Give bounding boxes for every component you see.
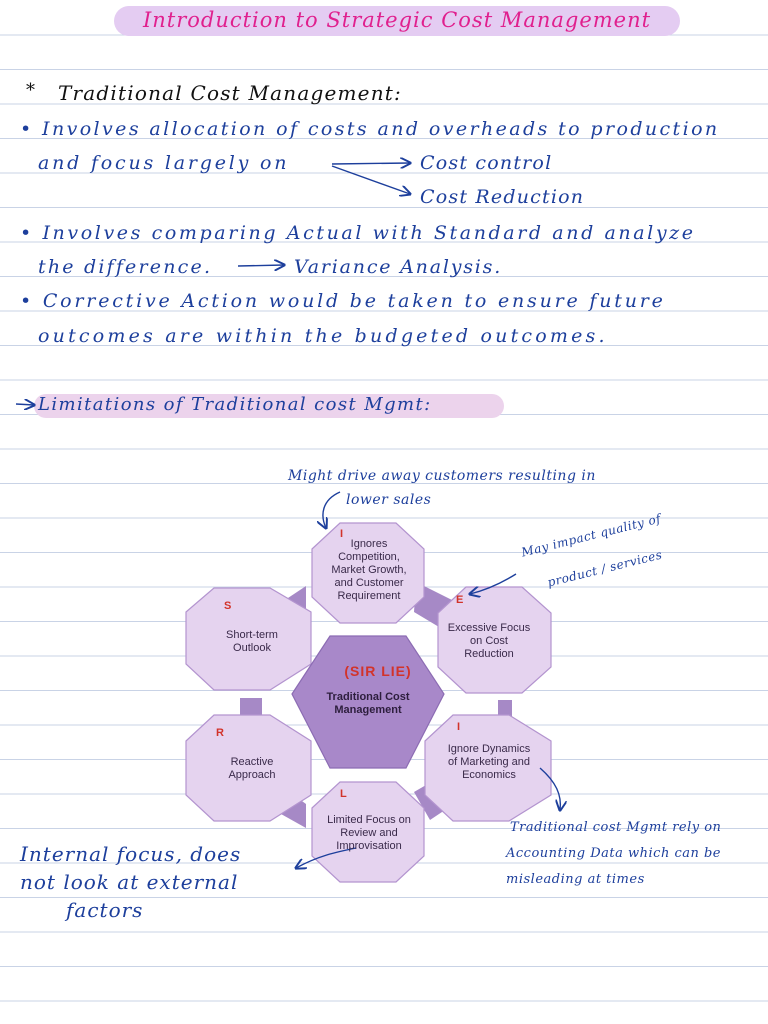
arrow-to-variance xyxy=(237,265,284,266)
hex-lower-right xyxy=(424,714,552,822)
hex-bottom xyxy=(311,781,425,883)
hex-lower-left-letter: R xyxy=(216,727,224,739)
branch-cost-control: Cost control xyxy=(420,152,553,174)
bullet-3-line-1: • Corrective Action would be taken to en… xyxy=(20,290,666,312)
bullet-2-line-2: the difference. xyxy=(38,256,213,278)
arrow-right-note xyxy=(470,573,517,594)
bullet-1-line-2: and focus largely on xyxy=(38,152,290,174)
hex-top xyxy=(311,522,425,624)
note-top-line-1: Might drive away customers resulting in xyxy=(288,468,596,484)
note-left-line-2: not look at external xyxy=(20,870,239,894)
bullet-3-line-2: outcomes are within the budgeted outcome… xyxy=(38,325,608,347)
arrow-top-note xyxy=(323,491,341,528)
note-top-line-2: lower sales xyxy=(346,492,432,508)
hex-bottom-label: Limited Focus on Review and Improvisatio… xyxy=(327,814,411,852)
note-left-line-3: factors xyxy=(66,898,144,922)
heading-star-bullet: * xyxy=(26,80,37,101)
hex-bottom-letter: L xyxy=(340,788,347,800)
title-highlight xyxy=(114,6,680,36)
sir-lie-acronym: (SIR LIE) xyxy=(344,663,412,679)
note-bottom-right-line-2: Accounting Data which can be xyxy=(506,846,722,861)
limitations-highlight xyxy=(34,394,504,418)
bullet-1-line-1: • Involves allocation of costs and overh… xyxy=(20,118,720,140)
note-left-line-1: Internal focus, does xyxy=(20,842,242,866)
hex-shapes xyxy=(185,522,552,883)
arrow-left-note xyxy=(296,847,357,868)
hex-lower-left xyxy=(185,714,312,822)
arrow-to-cost-reduction xyxy=(331,165,410,194)
hex-upper-right-letter: E xyxy=(456,594,464,606)
note-bottom-right-line-3: misleading at times xyxy=(506,872,645,887)
hex-top-letter: I xyxy=(340,528,344,540)
limitations-heading: Limitations of Traditional cost Mgmt: xyxy=(38,394,432,415)
arrow-to-cost-control xyxy=(331,163,410,164)
arrow-bottom-right-note xyxy=(539,767,560,810)
variance-analysis: Variance Analysis. xyxy=(294,256,503,278)
bullet-2-line-1: • Involves comparing Actual with Standar… xyxy=(20,222,696,244)
hex-lower-left-label: Reactive Approach xyxy=(228,756,276,781)
note-bottom-right-line-1: Traditional cost Mgmt rely on xyxy=(510,820,722,835)
hex-upper-right xyxy=(437,586,552,694)
hex-top-label: Ignores Competition, Market Growth, and … xyxy=(331,538,407,602)
hex-upper-right-label: Excessive Focus on Cost Reduction xyxy=(447,622,531,660)
arrow-limitations xyxy=(15,404,34,405)
hex-upper-left-letter: S xyxy=(224,600,232,612)
center-label: Traditional Cost Management xyxy=(326,691,410,716)
traditional-heading: Traditional Cost Management: xyxy=(58,81,402,105)
hex-lower-right-letter: I xyxy=(457,721,461,733)
page-title: Introduction to Strategic Cost Managemen… xyxy=(142,8,652,32)
hex-lower-right-label: Ignore Dynamics of Marketing and Economi… xyxy=(447,743,531,781)
hex-center xyxy=(291,635,445,769)
hex-upper-left-label: Short-term Outlook xyxy=(226,629,278,654)
branch-cost-reduction: Cost Reduction xyxy=(420,186,585,208)
